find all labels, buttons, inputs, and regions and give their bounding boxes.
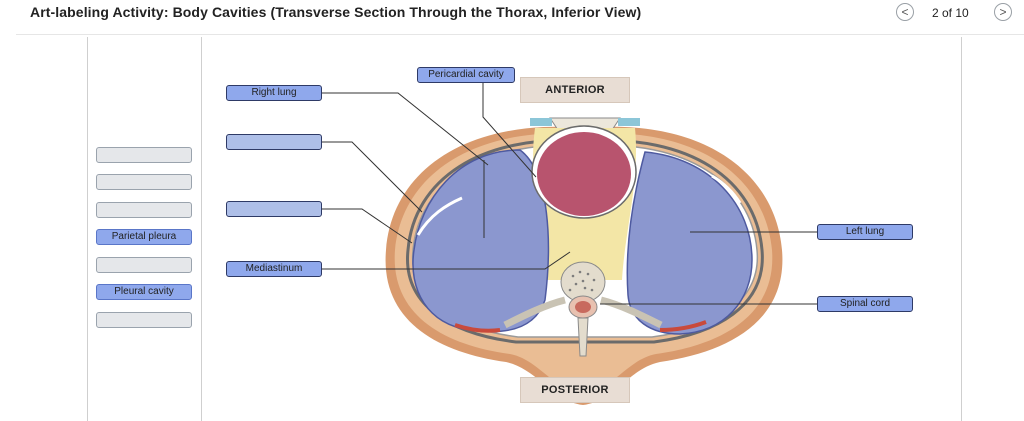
posterior-label: POSTERIOR [520,377,630,403]
spinal-cord [575,301,591,313]
leader-empty-slot-2 [322,208,413,244]
previous-page-button[interactable]: < [896,3,914,21]
costal-cartilage-left [530,118,552,126]
bank-label-slot-5[interactable] [96,257,192,273]
right-frame-border [961,37,962,421]
chevron-right-icon: > [999,5,1007,19]
left-lung [626,151,753,335]
bank-label-slot-3[interactable] [96,202,192,218]
leader-right-lung [322,92,489,166]
label-pericardial-cavity[interactable]: Pericardial cavity [417,67,515,83]
label-drop-target-1[interactable] [226,134,322,150]
bank-label-pleural-cavity[interactable]: Pleural cavity [96,284,192,300]
rib-head-left [600,296,663,329]
left-lung-fissure [711,174,742,204]
spinous-process [577,317,589,357]
bank-label-slot-1[interactable] [96,147,192,163]
leader-mediastinum [322,251,571,270]
intercostal-muscle-right [454,323,501,333]
bank-divider [201,37,202,421]
next-page-button[interactable]: > [994,3,1012,21]
label-left-lung[interactable]: Left lung [817,224,913,240]
anterior-label: ANTERIOR [520,77,630,103]
costal-cartilage-right [618,118,640,126]
pager: < 2 of 10 > [894,0,1024,26]
header-divider [16,34,1024,35]
page-indicator: 2 of 10 [932,6,969,20]
page-title: Art-labeling Activity: Body Cavities (Tr… [30,4,642,20]
label-right-lung[interactable]: Right lung [226,85,322,101]
leader-empty-slot-1 [322,141,423,213]
bank-label-slot-7[interactable] [96,312,192,328]
label-drop-target-2[interactable] [226,201,322,217]
rib-head-right [503,296,566,329]
left-frame-border [87,37,88,421]
vertebral-body-texture [568,270,596,292]
bank-label-slot-2[interactable] [96,174,192,190]
label-mediastinum[interactable]: Mediastinum [226,261,322,277]
right-lung-fissure [416,196,463,236]
label-spinal-cord[interactable]: Spinal cord [817,296,913,312]
intercostal-muscle-left [659,320,707,332]
leader-pericardial-cavity [482,81,537,178]
heart [537,132,631,216]
chevron-left-icon: < [901,5,909,19]
bank-label-parietal-pleura[interactable]: Parietal pleura [96,229,192,245]
